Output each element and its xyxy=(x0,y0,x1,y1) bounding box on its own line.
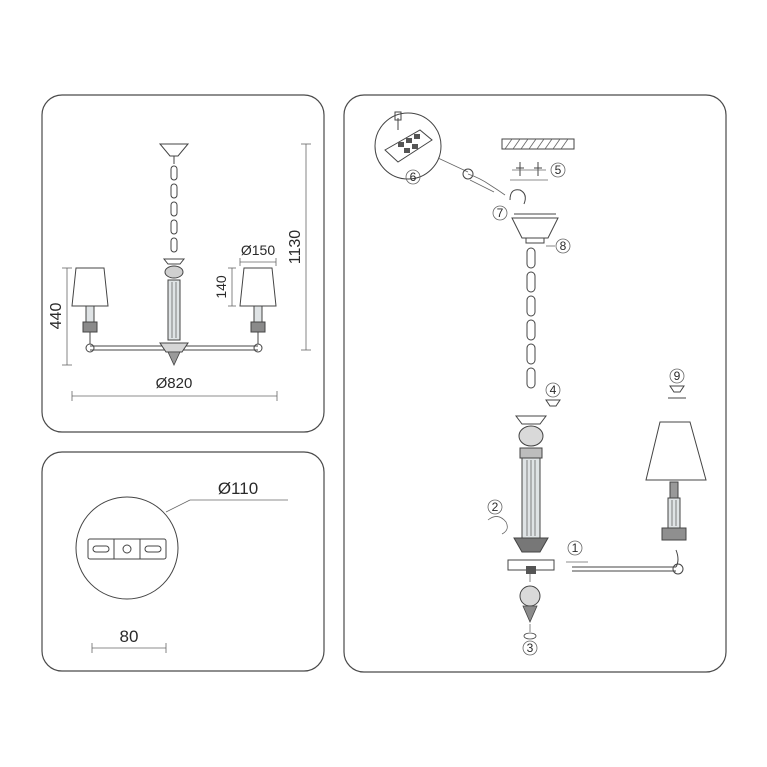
assembly-canopy xyxy=(511,217,559,239)
bottom-finial xyxy=(519,574,541,640)
step-3-marker xyxy=(522,640,538,656)
bracket-slot-left xyxy=(92,545,110,553)
step-2-marker xyxy=(487,499,503,515)
step-3-label: 3 xyxy=(527,641,534,655)
step-9-marker xyxy=(669,368,685,384)
step-4-label: 4 xyxy=(550,383,557,397)
dimension-lines xyxy=(62,143,311,401)
wiring-detail xyxy=(374,111,506,196)
canopy-panel xyxy=(41,451,325,672)
step-6-marker xyxy=(405,169,421,185)
step-8-marker xyxy=(555,238,571,254)
assembly-column xyxy=(513,415,549,553)
step-5-label: 5 xyxy=(555,163,562,177)
step-1-marker xyxy=(567,540,583,556)
canopy-shape xyxy=(158,143,190,157)
right-lamp xyxy=(239,267,277,344)
step-5-marker xyxy=(550,162,566,178)
canopy-diameter-label: Ø110 xyxy=(218,479,258,498)
chandelier-front-view xyxy=(71,143,277,366)
dimensions-panel xyxy=(41,94,325,433)
step-4-marker xyxy=(545,382,561,398)
step-1-label: 1 xyxy=(572,541,579,555)
step-9-label: 9 xyxy=(674,369,681,383)
assembly-lamp xyxy=(645,421,707,541)
span-diameter-label: Ø820 xyxy=(156,375,193,392)
shade-height-label: 140 xyxy=(213,275,229,299)
step-7-marker xyxy=(492,205,508,221)
step-6-label: 6 xyxy=(410,170,417,184)
connector-wire xyxy=(487,516,508,535)
assembly-chain xyxy=(526,247,536,389)
assembly-shade xyxy=(645,421,707,481)
canopy-plate-view xyxy=(75,496,288,653)
bracket-center-hole xyxy=(122,544,132,554)
bracket-slot-right xyxy=(144,545,162,553)
left-lamp xyxy=(71,267,109,344)
arm-height-label: 440 xyxy=(48,303,65,330)
step-2-label: 2 xyxy=(492,500,499,514)
step-7-label: 7 xyxy=(497,206,504,220)
shade-diameter-label: Ø150 xyxy=(241,242,275,258)
chain xyxy=(170,165,178,253)
central-column xyxy=(167,279,181,341)
overall-height-label: 1130 xyxy=(287,230,304,265)
left-shade xyxy=(71,267,109,307)
hook xyxy=(509,189,526,205)
step-8-label: 8 xyxy=(560,239,567,253)
right-shade xyxy=(239,267,277,307)
ceiling-mount xyxy=(501,138,575,181)
canopy-width-label: 80 xyxy=(120,627,139,646)
mounting-bracket xyxy=(87,538,167,560)
